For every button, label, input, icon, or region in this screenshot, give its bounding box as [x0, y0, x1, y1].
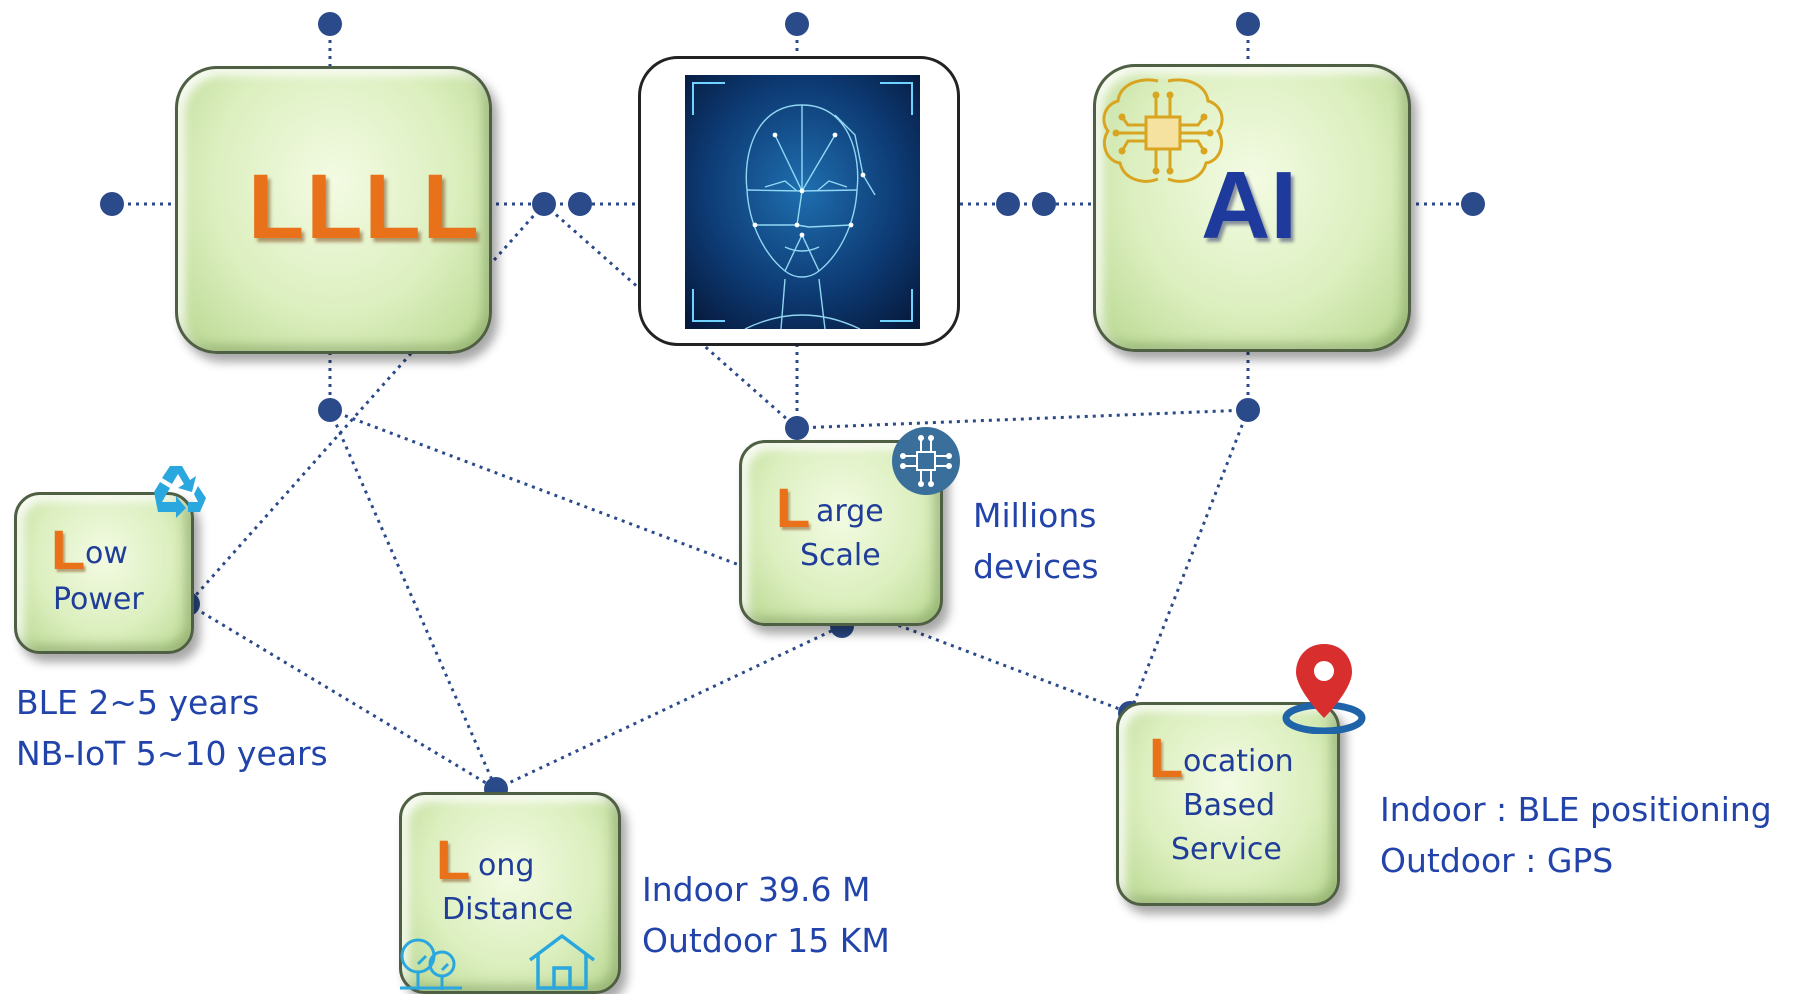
- brain-chip-icon: [1102, 78, 1224, 183]
- large-scale-line1: arge: [816, 494, 884, 529]
- location-line3: Service: [1171, 832, 1282, 867]
- long-distance-box: L ong Distance: [399, 792, 621, 994]
- house-icon: [528, 933, 596, 990]
- low-power-box: L ow Power: [14, 492, 194, 654]
- low-power-line1: ow: [85, 536, 128, 571]
- recycle-icon: [154, 466, 206, 518]
- face-scan-image: [685, 75, 920, 329]
- location-box: L ocation Based Service: [1116, 702, 1340, 906]
- long-distance-note-line2: Outdoor 15 KM: [642, 921, 890, 960]
- map-pin-icon: [1282, 644, 1366, 734]
- large-scale-note-line2: devices: [973, 547, 1099, 586]
- tree-icon: [400, 938, 462, 990]
- low-power-note-line2: NB-IoT 5~10 years: [16, 734, 328, 773]
- ai-title: AI: [1201, 152, 1297, 259]
- face-image-box: [638, 56, 960, 346]
- ai-box: AI: [1093, 64, 1411, 352]
- large-scale-letter: L: [776, 476, 811, 539]
- large-scale-note: Millions devices: [973, 490, 1099, 592]
- long-distance-letter: L: [436, 828, 471, 891]
- long-distance-line2: Distance: [442, 892, 574, 927]
- large-scale-line2: Scale: [800, 538, 881, 573]
- location-note-line2: Outdoor : GPS: [1380, 841, 1614, 880]
- location-note: Indoor : BLE positioning Outdoor : GPS: [1380, 784, 1772, 886]
- location-line2: Based: [1183, 788, 1276, 823]
- low-power-note-line1: BLE 2~5 years: [16, 683, 260, 722]
- large-scale-box: L arge Scale: [739, 440, 943, 626]
- llll-box: LLLL: [175, 66, 492, 354]
- long-distance-note: Indoor 39.6 M Outdoor 15 KM: [642, 864, 890, 966]
- location-line1: ocation: [1183, 744, 1294, 779]
- long-distance-line1: ong: [478, 848, 535, 883]
- low-power-line2: Power: [53, 582, 144, 617]
- low-power-note: BLE 2~5 years NB-IoT 5~10 years: [16, 677, 328, 779]
- location-note-line1: Indoor : BLE positioning: [1380, 790, 1772, 829]
- network-chip-icon: [892, 427, 960, 495]
- large-scale-note-line1: Millions: [973, 496, 1097, 535]
- long-distance-note-line1: Indoor 39.6 M: [642, 870, 871, 909]
- llll-title: LLLL: [248, 156, 481, 258]
- low-power-letter: L: [51, 518, 86, 581]
- location-letter: L: [1149, 726, 1184, 789]
